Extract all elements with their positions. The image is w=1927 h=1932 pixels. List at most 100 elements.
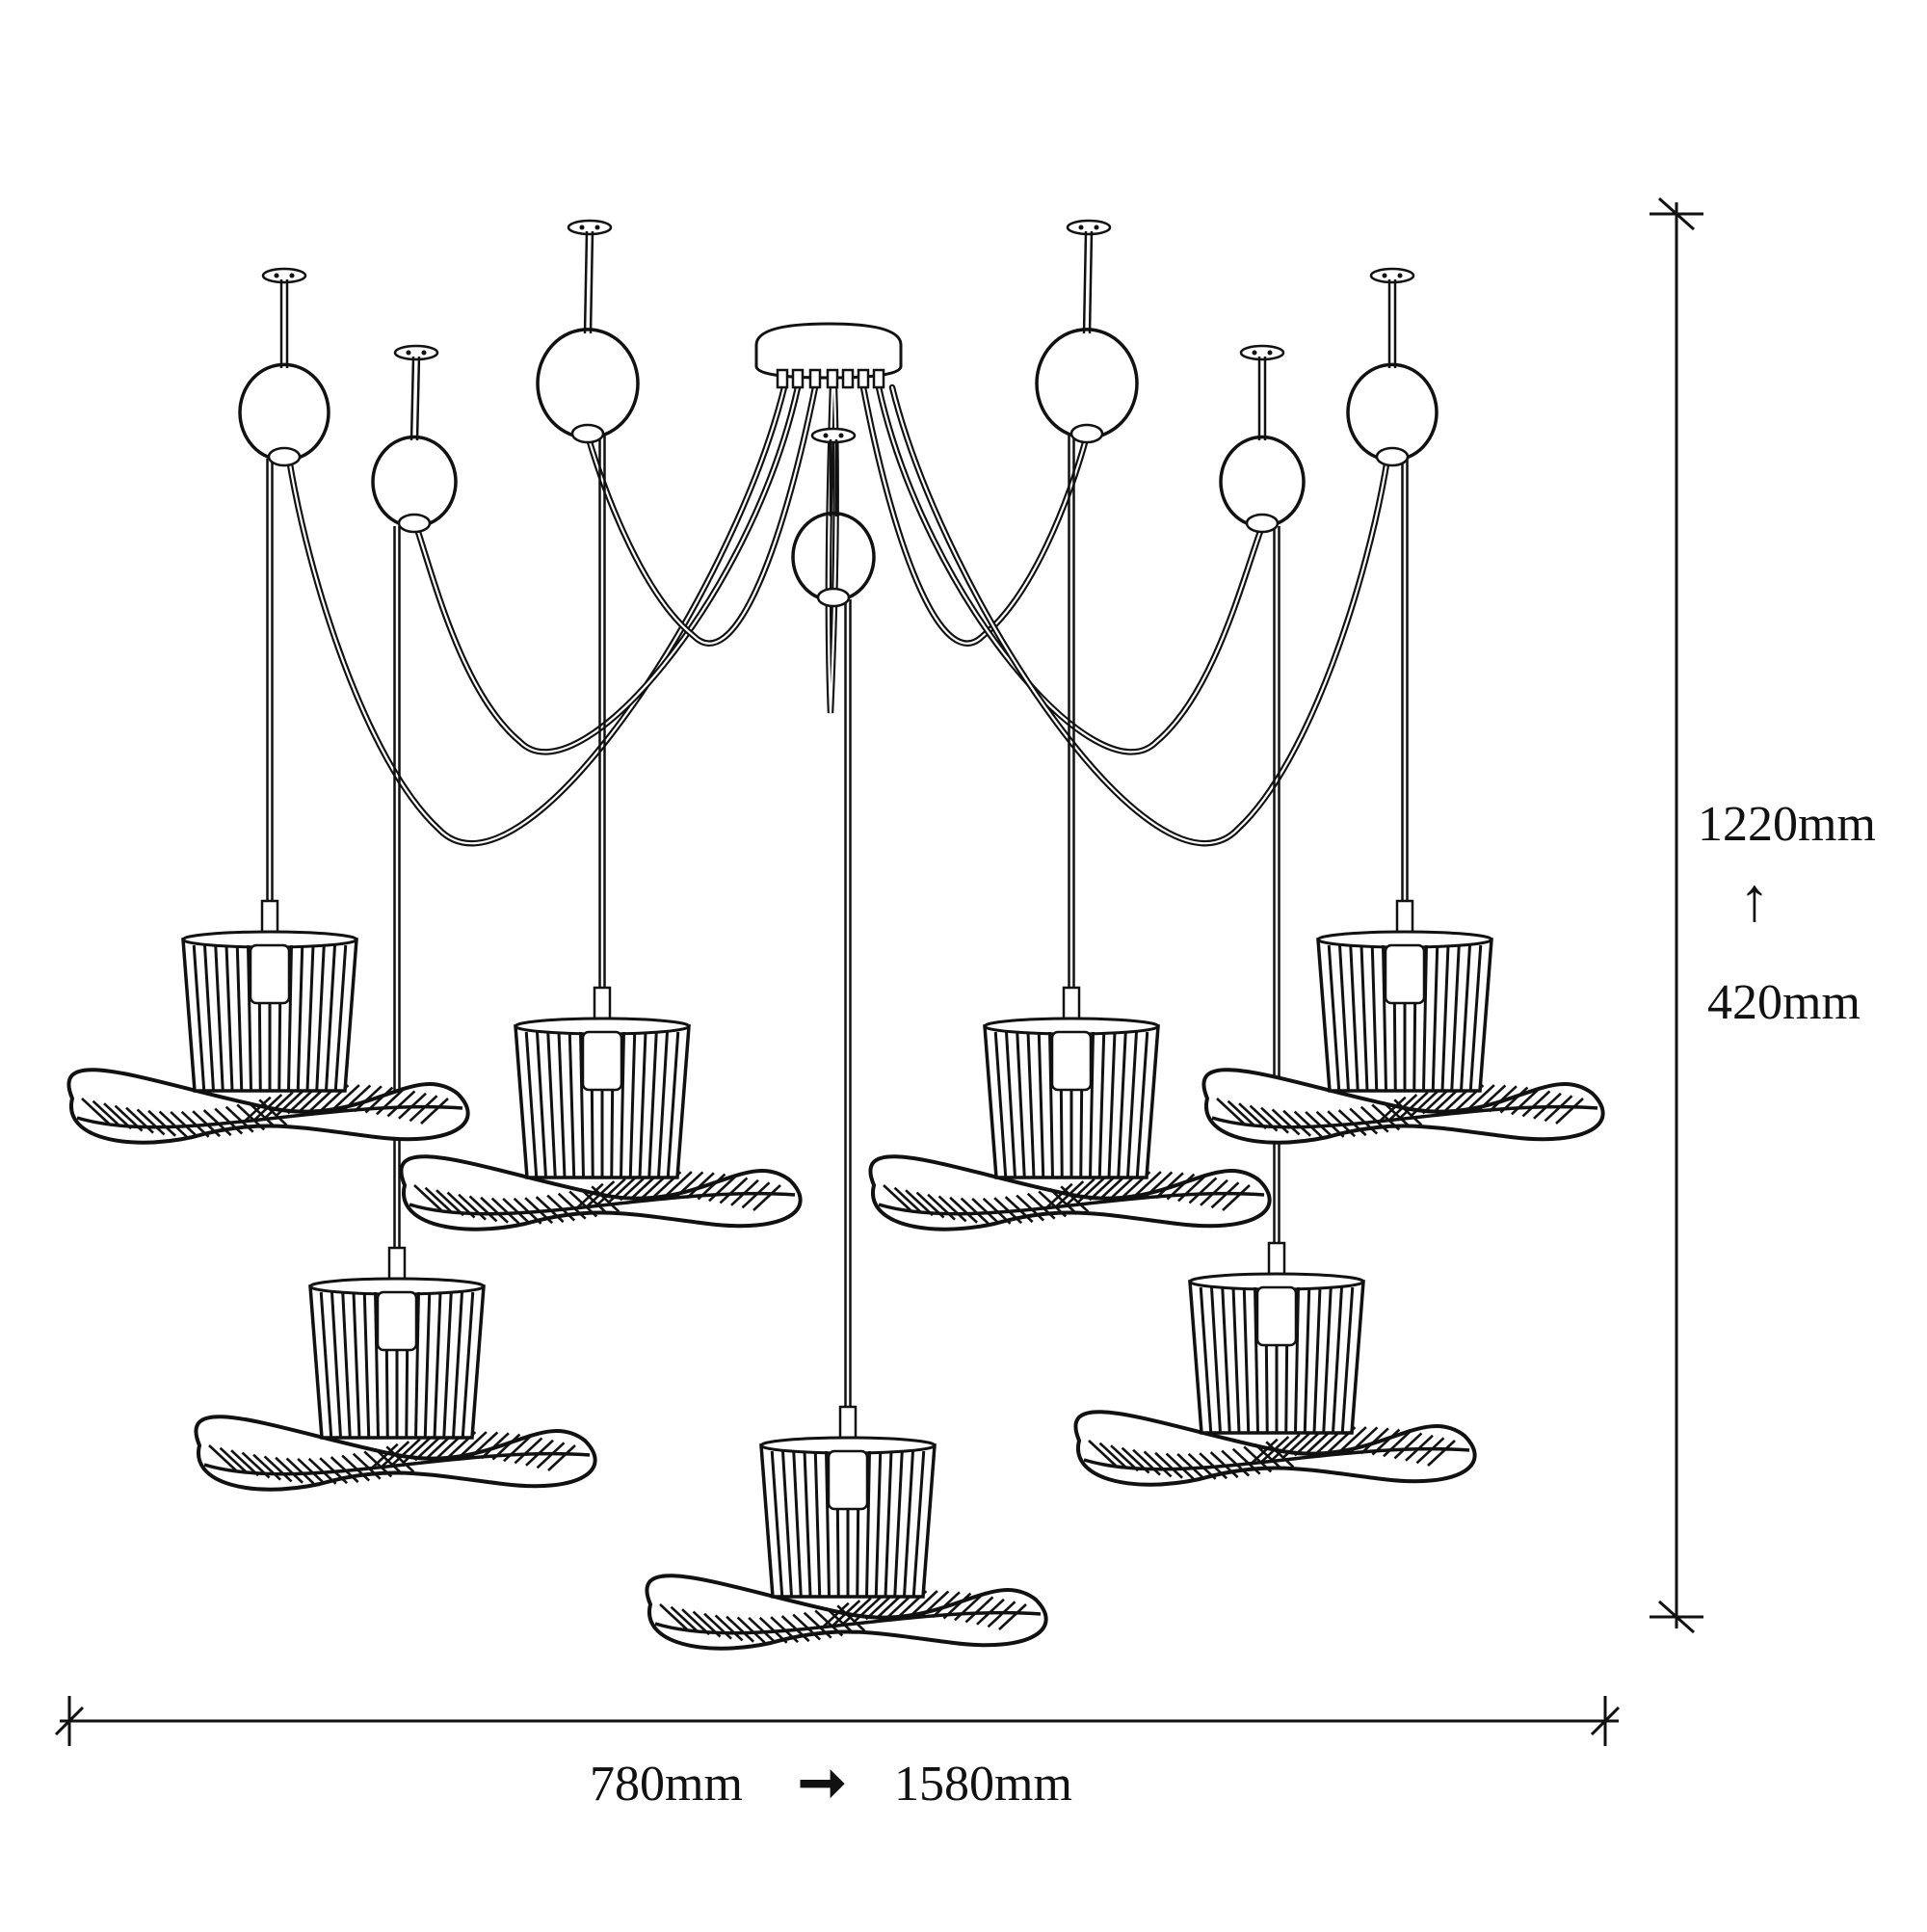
crown-rib [557, 1031, 567, 1178]
crown-rib [781, 1450, 793, 1598]
crown-rib [1303, 1286, 1311, 1434]
crown-rib [1349, 944, 1359, 1092]
ceiling-hook [1035, 219, 1139, 444]
hat-brim [1201, 1068, 1605, 1145]
brim-rib [1337, 1426, 1367, 1453]
crown-rib [192, 944, 206, 1092]
brim-rib [420, 1098, 449, 1125]
crown-rib [657, 1031, 669, 1178]
brim-rib [1555, 1098, 1584, 1125]
brim-rib [436, 1189, 464, 1217]
cable [875, 384, 1266, 755]
brim-rib [1110, 1444, 1139, 1472]
brim-rib [954, 1594, 983, 1622]
cable-grip [826, 368, 839, 389]
hat-shade [194, 1246, 597, 1492]
brim-edge [409, 1191, 796, 1216]
crown-rib [1005, 1031, 1016, 1178]
brim-rib [547, 1444, 576, 1471]
brim-rib [1249, 1438, 1279, 1466]
cable-core [414, 385, 800, 754]
brim-rib [686, 1172, 715, 1200]
brim-edge [76, 1104, 463, 1129]
crown-rib [1107, 1031, 1117, 1178]
brim-rib [1489, 1085, 1518, 1113]
hook-rod [415, 356, 421, 441]
crown-rib [792, 1450, 803, 1598]
brim-edge [1083, 1446, 1470, 1471]
hook-base-plate [810, 427, 857, 444]
brim-rib [81, 1098, 110, 1125]
brim-rib [1231, 1447, 1261, 1475]
crown-rib [1450, 944, 1461, 1092]
brim-rib [1377, 1096, 1407, 1124]
hook-ring [1219, 435, 1306, 529]
hat-shade [1201, 899, 1605, 1145]
brim-rib [1188, 1177, 1218, 1204]
brim-rib [263, 1455, 293, 1483]
crown-rib [865, 1450, 871, 1598]
crown-rib [1468, 944, 1483, 1092]
crown-rib [1359, 944, 1369, 1092]
cable-knot [816, 587, 851, 608]
crown-rib [1016, 1031, 1026, 1178]
brim-rib [1254, 1442, 1283, 1470]
brim-rib [864, 1593, 894, 1621]
brim-rib [253, 1094, 283, 1122]
cable-grip [841, 368, 855, 389]
cable [285, 384, 788, 847]
brim-rib [893, 1186, 923, 1214]
brim-rib [937, 1195, 967, 1223]
brim-rib [949, 1196, 978, 1224]
cable-knot [1375, 446, 1410, 467]
screw-icon [274, 273, 279, 278]
cable-knot [267, 446, 302, 467]
brim-rib [752, 1184, 781, 1211]
cable [584, 384, 819, 647]
crown-rib [638, 1031, 647, 1178]
brim-rib [391, 1438, 421, 1466]
brim-rib [276, 1089, 305, 1117]
brim-rib [1282, 1109, 1311, 1137]
height-tick-bottom-slash [1658, 1600, 1695, 1634]
crown-rib [1026, 1031, 1036, 1178]
brim-rib [748, 1617, 778, 1644]
cable-core [877, 385, 1264, 754]
brim-rib [224, 1105, 254, 1133]
hat-shade [66, 899, 470, 1145]
crown-rib [579, 1031, 585, 1178]
brim-rib [1359, 1105, 1389, 1133]
brim-rib [374, 1447, 404, 1475]
brim-rib [596, 1178, 626, 1205]
hat-brim [194, 1415, 597, 1492]
brim-rib [586, 1180, 616, 1208]
brim-rib [381, 1441, 410, 1469]
crown-rib [1460, 944, 1471, 1092]
bulb [1255, 1285, 1298, 1347]
brim-rib [1077, 1176, 1107, 1204]
brim-rib [803, 1611, 832, 1639]
hat-brim [645, 1574, 1048, 1651]
crown-rib [803, 1450, 812, 1598]
brim-rib [481, 1432, 510, 1460]
crown-rib [315, 944, 326, 1092]
brim-rib [1216, 1098, 1245, 1125]
crown-rib [903, 1450, 914, 1598]
brim-rib [1026, 1192, 1056, 1220]
crown-rib [1221, 1286, 1231, 1434]
crown-rib [330, 1291, 342, 1439]
crown-rib [536, 1031, 547, 1178]
crown-rib [666, 1031, 680, 1178]
brim-rib [285, 1457, 315, 1485]
crown-rib [1135, 1031, 1149, 1178]
height-tick-top-slash [1658, 197, 1695, 231]
brim-rib [208, 1444, 237, 1471]
brim-rib [726, 1615, 754, 1643]
hook-base-plate [1066, 219, 1112, 236]
cable-grip [872, 368, 885, 389]
brim-rib [820, 1601, 850, 1629]
brim-rib [413, 1184, 442, 1211]
brim-rib [1048, 1187, 1078, 1215]
brim-rib [342, 1084, 372, 1112]
